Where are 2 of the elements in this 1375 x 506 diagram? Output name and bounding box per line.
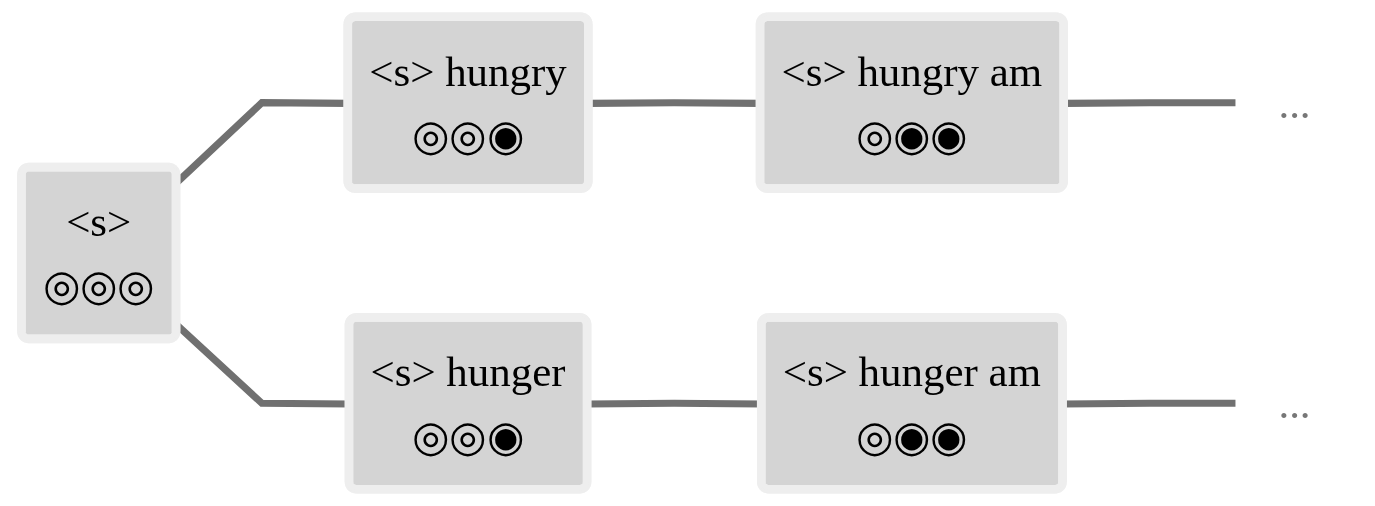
node-text: ... bbox=[1278, 379, 1311, 427]
node-text: ... bbox=[1278, 79, 1311, 127]
